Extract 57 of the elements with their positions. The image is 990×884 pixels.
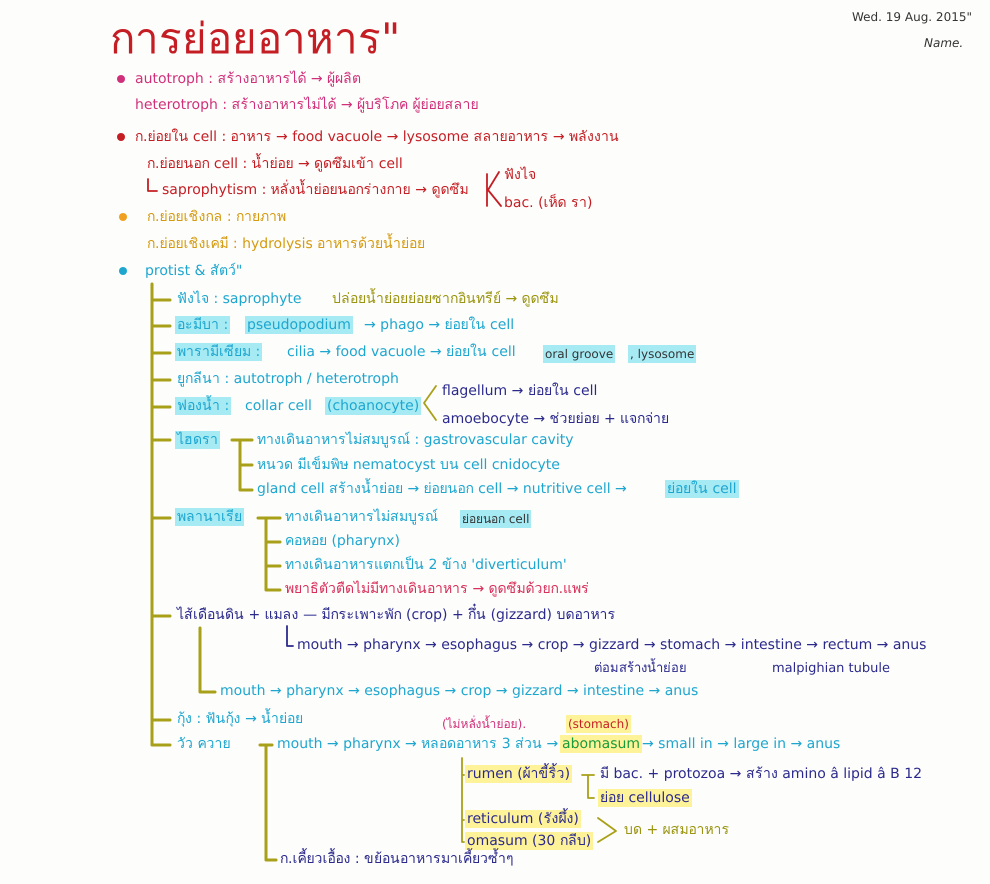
note-text: autotroph : สร้างอาหารได้ → ผู้ผลิต — [134, 70, 362, 88]
note-text: ฟังไจ : saprophyte — [176, 290, 303, 308]
highlighted-term: (choanocyte) — [325, 397, 422, 415]
highlighted-term: ไฮดรา — [175, 431, 220, 449]
note-text: ปล่อยน้ำย่อยย่อยซากอินทรีย์ → ดูดซึม — [330, 290, 561, 308]
highlighted-term: pseudopodium — [245, 316, 353, 334]
note-text: → small in → large in → anus — [641, 735, 842, 753]
note-text: Name. — [923, 35, 964, 52]
note-text: ทางเดินอาหารไม่สมบูรณ์ : gastrovascular cavity — [256, 431, 575, 449]
highlighted-term: rumen (ผ้าขี้ริ้ว) — [465, 765, 572, 783]
highlighted-term: abomasum — [560, 735, 642, 753]
highlighted-term: ฟองน้ำ : — [175, 397, 232, 415]
highlighted-term: พลานาเรีย — [175, 508, 244, 526]
note-text: วัว ควาย — [176, 735, 232, 753]
note-text: flagellum → ย่อยใน cell — [441, 382, 598, 400]
note-text: mouth → pharynx → esophagus → crop → gizzard → intestine → anus — [219, 682, 700, 700]
note-text: saprophytism : หลั่งน้ำย่อยนอกร่างกาย → ดูดซึม — [160, 181, 470, 199]
highlighted-term: ย่อยนอก cell — [460, 510, 532, 528]
note-text: ทางเดินอาหารไม่สมบูรณ์ — [284, 508, 439, 526]
note-text: กุ้ง : ฟันกุ้ง → น้ำย่อย — [175, 710, 306, 728]
highlighted-term: พารามีเซียม : — [175, 343, 262, 361]
note-text: mouth → pharynx → esophagus → crop → gizzard → stomach → intestine → rectum → anus — [296, 636, 928, 654]
note-text: หนวด มีเข็มพิษ nematocyst บน cell cnidocyte — [256, 456, 561, 474]
highlighted-term: ย่อยใน cell — [665, 480, 739, 498]
note-text: ก.ย่อยนอก cell : น้ำย่อย → ดูดซึมเข้า cell — [145, 155, 405, 173]
note-text: collar cell — [244, 397, 313, 415]
note-text: คอหอย (pharynx) — [284, 532, 401, 550]
note-text: gland cell สร้างน้ำย่อย → ย่อยนอก cell → nutritive cell → — [255, 480, 629, 498]
note-text: heterotroph : สร้างอาหารไม่ได้ → ผู้บริโภค ผู้ย่อยสลาย — [134, 96, 480, 114]
note-text: ก.ย่อยเชิงเคมี : hydrolysis อาหารด้วยน้ำย่อย — [145, 235, 428, 253]
note-text: ก.ย่อยเชิงกล : กายภาพ — [146, 208, 288, 226]
note-text: ยูกลีนา : autotroph / heterotroph — [176, 370, 400, 388]
note-text: cilia → food vacuole → ย่อยใน cell — [286, 343, 517, 361]
note-text: มี bac. + protozoa → สร้าง amino â lipid â B 12 — [599, 765, 924, 783]
note-text: malpighian tubule — [771, 660, 891, 678]
highlighted-term: (stomach) — [566, 715, 631, 733]
highlighted-term: , lysosome — [628, 345, 696, 363]
highlighted-term: อะมีบา : — [175, 316, 230, 334]
highlighted-term: oral groove — [543, 345, 616, 363]
page-title: การย่อยอาหาร" — [109, 14, 402, 64]
note-text: Wed. 19 Aug. 2015" — [851, 9, 973, 26]
note-text: ทางเดินอาหารแตกเป็น 2 ข้าง 'diverticulum' — [284, 556, 568, 574]
highlighted-term: reticulum (รังผึ้ง) — [465, 810, 581, 828]
highlighted-term: ย่อย cellulose — [598, 789, 692, 807]
note-text: amoebocyte → ช่วยย่อย + แจกจ่าย — [441, 410, 670, 428]
note-text: ไส้เดือนดิน + แมลง — มีกระเพาะพัก (crop) + กึ๋น (gizzard) บดอาหาร — [175, 606, 618, 624]
note-text: → phago → ย่อยใน cell — [363, 316, 516, 334]
note-text: ก.ย่อยใน cell : อาหาร → food vacuole → lysosome สลายอาหาร → พลังงาน — [134, 128, 620, 146]
note-text: bac. (เห็ด รา) — [503, 194, 594, 212]
note-text: ก.เคี้ยวเอื้อง : ขย้อนอาหารมาเคี้ยวซ้ำๆ — [278, 850, 516, 868]
note-text: mouth → pharynx → หลอดอาหาร 3 ส่วน → — [276, 735, 560, 753]
note-text: พยาธิตัวตืดไม่มีทางเดินอาหาร → ดูดซึมด้วยก.แพร่ — [284, 580, 590, 598]
note-text: ฟังไจ — [503, 166, 537, 184]
note-text: (ไม่หลั่งน้ำย่อย). — [441, 715, 528, 733]
note-text: protist & สัตว์" — [144, 262, 244, 280]
note-text: บด + ผสมอาหาร — [623, 821, 731, 839]
note-text: ต่อมสร้างน้ำย่อย — [592, 660, 689, 678]
